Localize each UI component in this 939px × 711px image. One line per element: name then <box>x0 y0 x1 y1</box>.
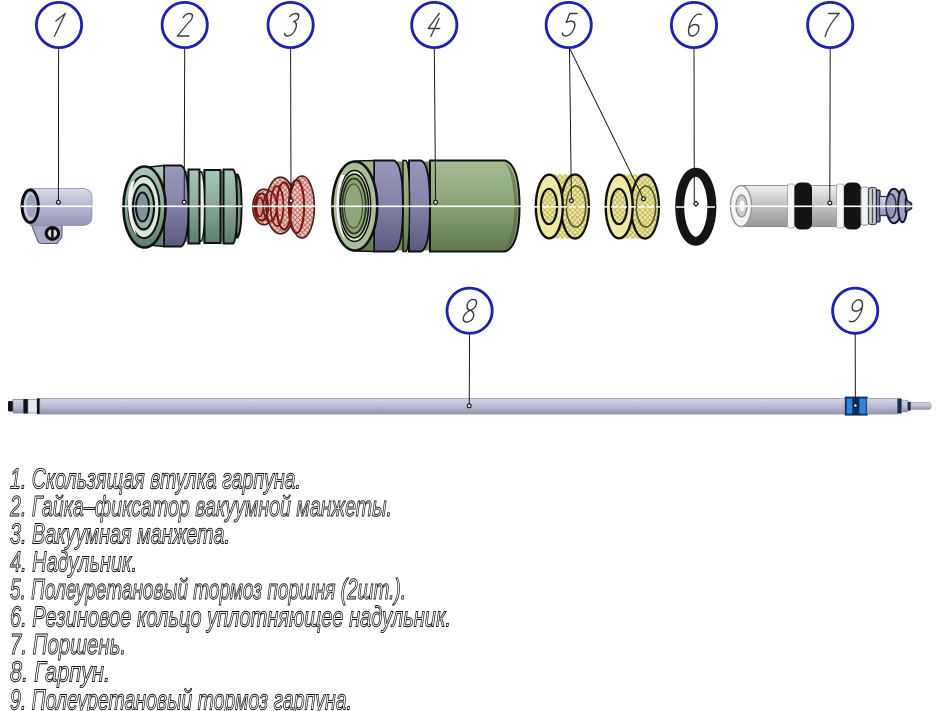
svg-text:6. Резиновое кольцо уплотняюще: 6. Резиновое кольцо уплотняющее надульни… <box>10 602 451 634</box>
svg-text:1. Скользящая втулка гарпуна.: 1. Скользящая втулка гарпуна. <box>10 464 301 496</box>
svg-text:2. Гайка–фиксатор вакуумной ма: 2. Гайка–фиксатор вакуумной манжеты. <box>9 491 392 523</box>
svg-text:3. Вакуумная манжета.: 3. Вакуумная манжета. <box>10 519 230 551</box>
svg-text:8. Гарпун.: 8. Гарпун. <box>10 657 110 689</box>
svg-text:4. Надульник.: 4. Надульник. <box>10 546 137 578</box>
svg-text:5. Полеуретановый тормоз поршн: 5. Полеуретановый тормоз поршня (2шт.). <box>10 574 406 606</box>
svg-text:9. Полеуретановый тормоз гарпу: 9. Полеуретановый тормоз гарпуна. <box>10 684 352 711</box>
svg-text:7. Поршень.: 7. Поршень. <box>10 629 126 661</box>
